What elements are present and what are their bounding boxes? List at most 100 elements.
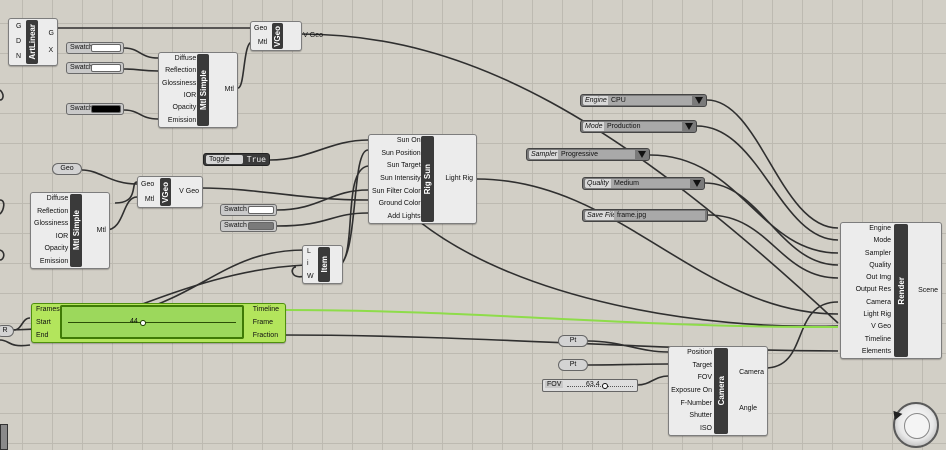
point-param-2[interactable]: Pt — [558, 359, 588, 371]
output-g[interactable]: G — [48, 29, 54, 37]
input-elements[interactable]: Elements — [861, 347, 891, 355]
swatch-5[interactable]: Swatch — [220, 220, 277, 232]
swatch-color[interactable] — [248, 206, 274, 214]
input-f-number[interactable]: F-Number — [680, 399, 712, 407]
input-output-res[interactable]: Output Res — [855, 286, 891, 294]
output-camera[interactable]: Camera — [739, 369, 764, 376]
navigation-wheel-icon[interactable] — [889, 402, 939, 448]
output-light-rig[interactable]: Light Rig — [445, 175, 473, 182]
item-component[interactable]: L i W Item — [302, 245, 343, 284]
input-diffuse[interactable]: Diffuse — [46, 195, 69, 203]
input-emission[interactable]: Emission — [167, 116, 197, 124]
mtl-simple-component-top[interactable]: Diffuse Reflection Glossiness IOR Opacit… — [158, 52, 238, 128]
input-glossiness[interactable]: Glossiness — [162, 79, 197, 87]
input-mode[interactable]: Mode — [873, 237, 891, 245]
point-param-1[interactable]: Pt — [558, 335, 588, 347]
sampler-dropdown[interactable]: Sampler Progressive — [526, 148, 650, 161]
chevron-down-icon[interactable] — [693, 180, 701, 187]
input-ior[interactable]: IOR — [55, 232, 69, 240]
input-reflection[interactable]: Reflection — [37, 207, 69, 215]
chevron-down-icon[interactable] — [695, 97, 703, 104]
input-emission[interactable]: Emission — [39, 257, 69, 265]
swatch-color[interactable] — [91, 44, 121, 52]
input-timeline[interactable]: Timeline — [864, 335, 891, 343]
scroll-marker[interactable] — [0, 424, 8, 450]
input-target[interactable]: Target — [692, 361, 712, 369]
swatch-1[interactable]: Swatch — [66, 42, 124, 54]
input-geo[interactable]: Geo — [141, 180, 155, 188]
input-fov[interactable]: FOV — [697, 374, 712, 382]
input-geo[interactable]: Geo — [254, 25, 268, 32]
geo-param[interactable]: Geo — [52, 163, 82, 175]
fov-slider-grip[interactable] — [602, 383, 608, 389]
input-glossiness[interactable]: Glossiness — [34, 220, 69, 228]
input-wrap[interactable]: W — [307, 272, 314, 280]
input-iso[interactable]: ISO — [699, 424, 712, 432]
quality-dropdown[interactable]: Quality Medium — [582, 177, 705, 190]
input-end[interactable]: End — [36, 331, 49, 339]
navigation-wheel-center[interactable] — [904, 413, 930, 439]
input-light-rig[interactable]: Light Rig — [863, 310, 891, 318]
output-frame[interactable]: Frame — [252, 318, 274, 326]
input-d[interactable]: D — [16, 37, 22, 45]
input-sampler[interactable]: Sampler — [864, 249, 891, 257]
swatch-color[interactable] — [248, 222, 274, 230]
input-mtl[interactable]: Mtl — [144, 195, 155, 203]
toggle-value[interactable]: True — [246, 155, 266, 164]
swatch-color[interactable] — [91, 105, 121, 113]
artlinear-component[interactable]: G D N ArtLinear G X — [8, 18, 58, 66]
input-mtl[interactable]: Mtl — [257, 39, 268, 46]
boolean-toggle[interactable]: Toggle True — [203, 153, 270, 166]
swatch-3[interactable]: Swatch — [66, 103, 124, 115]
output-mtl[interactable]: Mtl — [96, 226, 106, 234]
input-exposure-on[interactable]: Exposure On — [671, 386, 712, 394]
input-frames[interactable]: Frames — [36, 306, 60, 314]
fov-slider[interactable]: FOV 63.4 — [542, 379, 638, 392]
input-ground-color[interactable]: Ground Color — [378, 200, 421, 208]
output-mtl[interactable]: Mtl — [224, 86, 234, 93]
output-vgeo[interactable]: V Geo — [179, 188, 199, 195]
input-camera[interactable]: Camera — [866, 298, 891, 306]
save-file-field[interactable]: Save File frame.jpg — [582, 209, 708, 222]
input-n[interactable]: N — [16, 53, 22, 61]
mtl-simple-component-left[interactable]: Diffuse Reflection Glossiness IOR Opacit… — [30, 192, 110, 269]
input-sun-intensity[interactable]: Sun Intensity — [380, 174, 421, 182]
input-shutter[interactable]: Shutter — [689, 412, 712, 420]
input-quality[interactable]: Quality — [869, 261, 891, 269]
input-opacity[interactable]: Opacity — [172, 104, 197, 112]
input-position[interactable]: Position — [687, 349, 712, 357]
r-param[interactable]: R — [0, 325, 14, 337]
input-sun-target[interactable]: Sun Target — [386, 162, 421, 170]
input-ior[interactable]: IOR — [183, 92, 197, 100]
input-reflection[interactable]: Reflection — [165, 67, 197, 75]
frames-component[interactable]: Frames Start End 44 Timeline Frame Fract… — [31, 303, 286, 343]
swatch-2[interactable]: Swatch — [66, 62, 124, 74]
rig-sun-component[interactable]: Sun On Sun Position Sun Target Sun Inten… — [368, 134, 477, 224]
field-value[interactable]: frame.jpg — [614, 211, 705, 220]
input-out-img[interactable]: Out Img — [866, 274, 891, 282]
camera-component[interactable]: Position Target FOV Exposure On F-Number… — [668, 346, 768, 436]
mode-dropdown[interactable]: Mode Production — [580, 120, 697, 133]
vgeo-component-top[interactable]: Geo Mtl VGeo V Geo — [250, 21, 323, 51]
input-opacity[interactable]: Opacity — [44, 245, 69, 253]
input-add-lights[interactable]: Add Lights — [387, 212, 421, 220]
input-engine[interactable]: Engine — [869, 225, 891, 233]
engine-dropdown[interactable]: Engine CPU — [580, 94, 707, 107]
input-diffuse[interactable]: Diffuse — [174, 55, 197, 63]
output-vgeo[interactable]: V Geo — [303, 32, 323, 39]
output-fraction[interactable]: Fraction — [252, 331, 279, 339]
swatch-color[interactable] — [91, 64, 121, 72]
input-start[interactable]: Start — [36, 318, 51, 326]
input-sun-filter-color[interactable]: Sun Filter Color — [372, 187, 421, 195]
input-g[interactable]: G — [16, 22, 22, 30]
render-component[interactable]: Engine Mode Sampler Quality Out Img Outp… — [840, 222, 942, 359]
frame-slider-grip[interactable] — [140, 320, 146, 326]
input-vgeo[interactable]: V Geo — [871, 323, 891, 331]
input-sun-on[interactable]: Sun On — [396, 137, 421, 145]
input-list[interactable]: L — [307, 248, 311, 256]
vgeo-component-mid[interactable]: Geo Mtl VGeo V Geo — [137, 176, 203, 208]
frame-slider[interactable]: 44 — [60, 305, 244, 339]
output-angle[interactable]: Angle — [739, 405, 757, 412]
output-timeline[interactable]: Timeline — [252, 306, 279, 314]
